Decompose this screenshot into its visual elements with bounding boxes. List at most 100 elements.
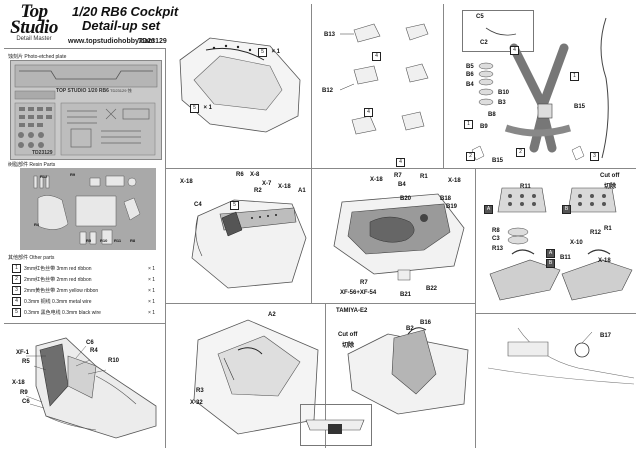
- step9-inset-drawing: [305, 419, 365, 434]
- logo-tagline: Detail Master: [16, 36, 52, 42]
- step5-label: A1: [298, 188, 306, 194]
- step4-label: B6: [466, 72, 474, 78]
- step-6-drawing: [333, 193, 465, 281]
- part-number: 3: [12, 286, 21, 295]
- list-item: 5 0.3mm 黑色电线 0.3mm black wire: [12, 308, 101, 317]
- step-8-panel: [166, 304, 326, 448]
- step3-wire-num: 4: [364, 108, 373, 117]
- step7-label: Cut off: [600, 173, 620, 179]
- step4-label: C2: [480, 40, 488, 46]
- step7-label: R12: [590, 230, 602, 236]
- part-desc: 2mm黄色丝带 2mm yellow ribbon: [24, 288, 99, 294]
- step6-label: B18: [440, 196, 452, 202]
- step6-label: R7: [360, 280, 368, 286]
- step1-label: R9: [20, 390, 28, 396]
- part-desc: 2mm红色丝带 2mm red ribbon: [24, 277, 92, 283]
- step9-paint-label: TAMIYA-E2: [336, 308, 368, 314]
- step-5-panel: [166, 169, 312, 304]
- part-qty: × 1: [148, 310, 156, 316]
- step9-label: 切除: [342, 343, 355, 349]
- resin-drawing: [20, 168, 156, 250]
- pe-plate-label: 蚀刻片 Photo-etched plate: [8, 54, 67, 60]
- step1-label: R5: [22, 359, 30, 365]
- step4-ribbon-num: 3: [590, 152, 599, 161]
- step-3-panel: [312, 4, 444, 169]
- step3-label: B13: [324, 32, 336, 38]
- step5-wire-box: 5: [230, 193, 239, 211]
- step7-label: B11: [560, 255, 571, 261]
- step4-ribbon-num: 2: [466, 152, 475, 161]
- resin-label-r11: R11: [114, 238, 122, 243]
- step4-ribbon-num: 1: [464, 120, 473, 129]
- step4-label: B5: [466, 64, 474, 70]
- step5-label: R2: [254, 188, 262, 194]
- step5-label: X-8: [250, 172, 260, 178]
- list-item: 2 2mm红色丝带 2mm red ribbon: [12, 275, 92, 284]
- resin-label-r8: R8: [130, 238, 136, 243]
- resin-label-r5: R5: [86, 238, 92, 243]
- step5-wire-num: 5: [230, 201, 239, 210]
- step6-label: B21: [400, 292, 412, 298]
- list-item: 1 3mm红色丝带 3mm red ribbon: [12, 264, 92, 273]
- step4-ribbon-box: 1: [464, 112, 473, 130]
- step4-wire-num: 4: [510, 46, 519, 55]
- step8-label: R3: [196, 388, 204, 394]
- step10-label: B17: [600, 333, 612, 339]
- part-qty: × 1: [148, 266, 156, 272]
- step3-wire-box: 4: [372, 44, 381, 62]
- step4-inset-box: [462, 10, 534, 52]
- step-8-drawing: [193, 319, 319, 435]
- step2-wire-num: 5: [190, 104, 199, 113]
- parts-legend-panel: [4, 48, 166, 323]
- step4-label: B9: [480, 124, 488, 130]
- step-4-drawing: [471, 17, 609, 161]
- step4-label: B15: [492, 158, 504, 164]
- step2-wire-num: 5: [258, 48, 267, 57]
- step-1-drawing: [25, 337, 157, 439]
- variant-b-badge: B: [562, 205, 571, 214]
- step7-label: R1: [604, 226, 612, 232]
- step2-qty: × 1: [203, 105, 212, 111]
- step7-variant-b: B: [562, 197, 571, 215]
- part-qty: × 1: [148, 277, 156, 283]
- step7-label: X-18: [598, 258, 611, 264]
- resin-parts-label: 树脂部件 Resin Parts: [8, 162, 56, 168]
- step6-label: B22: [426, 286, 438, 292]
- step-7-panel: [476, 169, 636, 314]
- step4-ribbon-box: 2: [466, 144, 475, 162]
- step4-label: B8: [488, 112, 496, 118]
- step9-inset-box: [300, 404, 372, 446]
- step6-label: X-18: [448, 178, 461, 184]
- step7-label: R13: [492, 246, 504, 252]
- step1-label: R4: [90, 348, 98, 354]
- part-number: 2: [12, 275, 21, 284]
- title-block: 1/20 RB6 Cockpit Detail-up set: [72, 5, 182, 33]
- resin-label-r4: R4: [34, 222, 40, 227]
- step7-variant-a: A: [546, 241, 555, 259]
- step1-label: X-18: [12, 380, 25, 386]
- fret-code-text: TD23129 蚀: [110, 88, 132, 93]
- step7-label: X-10: [570, 240, 583, 246]
- fret-drawing: [14, 64, 158, 156]
- resin-label-r12: R12: [40, 174, 48, 179]
- step9-label: Cut off: [338, 332, 358, 338]
- part-desc: 0.3mm 铜线 0.3mm metal wire: [24, 299, 92, 305]
- fret-code-label: TD23129: [32, 150, 53, 156]
- step7-variant-b: B: [546, 251, 555, 269]
- part-number: 1: [12, 264, 21, 273]
- step6-paint-label: XF-56+XF-54: [340, 290, 377, 296]
- other-parts-label: 其他部件 Other parts: [8, 255, 55, 261]
- step-4-panel: [444, 4, 636, 169]
- photo-etched-fret: [10, 60, 162, 160]
- step5-label: X-18: [278, 184, 291, 190]
- step1-label: XF-1: [16, 350, 30, 356]
- step3-wire-num: 4: [396, 158, 405, 167]
- step4-ribbon-num: 2: [516, 148, 525, 157]
- brand-logo: Top Studio Detail Master: [8, 2, 60, 42]
- part-desc: 3mm红色丝带 3mm red ribbon: [24, 266, 92, 272]
- step4-label: B10: [498, 90, 510, 96]
- step-2-drawing: [179, 37, 301, 133]
- step3-label: B12: [322, 88, 334, 94]
- step-2-panel: [166, 4, 312, 169]
- step4-ribbon-box: 2: [516, 140, 525, 158]
